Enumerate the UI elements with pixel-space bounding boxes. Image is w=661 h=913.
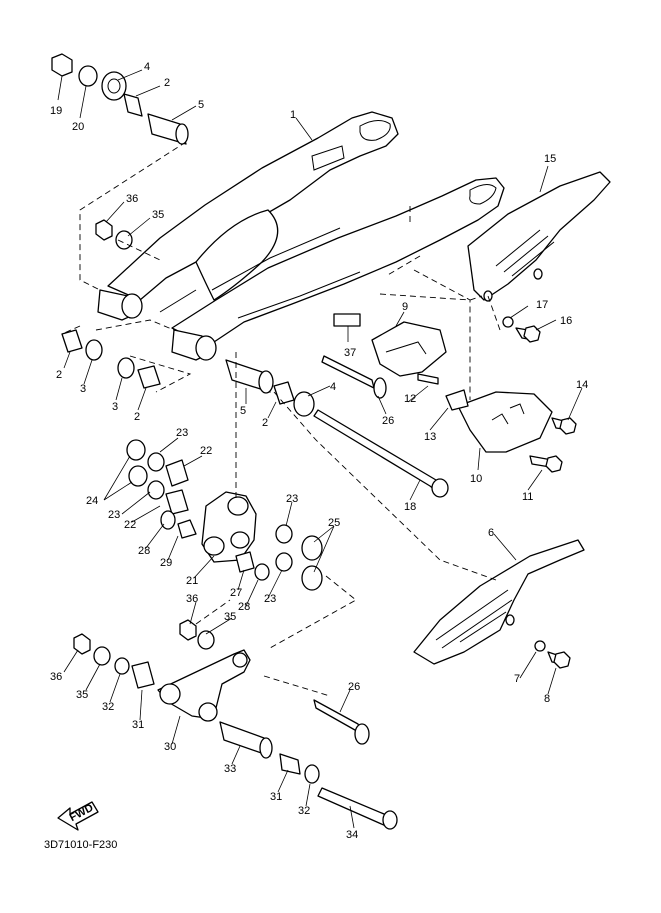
callout: 1 bbox=[290, 109, 296, 121]
callout: 28 bbox=[138, 545, 150, 557]
callout: 28 bbox=[238, 601, 250, 613]
callout: 4 bbox=[144, 61, 150, 73]
collar-33 bbox=[219, 721, 273, 759]
callout: 23 bbox=[264, 593, 276, 605]
callout: 33 bbox=[224, 763, 236, 775]
callout: 10 bbox=[470, 473, 482, 485]
callout: 12 bbox=[404, 393, 416, 405]
callout: 36 bbox=[186, 593, 198, 605]
relay-bearings-left bbox=[126, 439, 197, 539]
callout: 14 bbox=[576, 379, 588, 391]
connecting-rod-30 bbox=[157, 649, 251, 722]
callout: 22 bbox=[200, 445, 212, 457]
callout: 35 bbox=[152, 209, 164, 221]
callout: 11 bbox=[522, 491, 533, 503]
callout: 2 bbox=[56, 369, 62, 381]
callout: 26 bbox=[348, 681, 360, 693]
fwd-arrow-icon: FWD bbox=[57, 801, 99, 831]
chain-guide-10 bbox=[445, 389, 553, 453]
callout: 2 bbox=[134, 411, 140, 423]
relay-bearings-right bbox=[235, 524, 323, 591]
callout: 3 bbox=[112, 401, 118, 413]
callout: 36 bbox=[126, 193, 138, 205]
callout: 5 bbox=[240, 405, 246, 417]
chain-cover-15 bbox=[467, 171, 611, 302]
callout: 22 bbox=[124, 519, 136, 531]
bolt-washer-16-17 bbox=[502, 316, 541, 343]
callout: 5 bbox=[198, 99, 204, 111]
callout: 31 bbox=[132, 719, 144, 731]
callout: 35 bbox=[224, 611, 236, 623]
callout: 2 bbox=[164, 77, 170, 89]
chain-guard-6 bbox=[413, 539, 585, 665]
label-plate-37 bbox=[333, 313, 361, 327]
callout: 30 bbox=[164, 741, 176, 753]
callout: 25 bbox=[328, 517, 340, 529]
callout: 24 bbox=[86, 495, 98, 507]
bolt-34 bbox=[317, 787, 398, 830]
callout: 18 bbox=[404, 501, 416, 513]
diagram-code: 3D71010-F230 bbox=[44, 839, 117, 851]
assembly-lines bbox=[61, 141, 501, 697]
bolt-26-upper bbox=[321, 355, 387, 399]
callout: 37 bbox=[344, 347, 356, 359]
callout: 17 bbox=[536, 299, 548, 311]
callout: 23 bbox=[176, 427, 188, 439]
bolts-11-14 bbox=[529, 417, 577, 473]
swingarm-pivot-collars bbox=[97, 289, 217, 361]
callout: 27 bbox=[230, 587, 242, 599]
callout: 15 bbox=[544, 153, 556, 165]
callout: 21 bbox=[186, 575, 198, 587]
callout: 9 bbox=[402, 301, 408, 313]
callout: 29 bbox=[160, 557, 172, 569]
callout: 6 bbox=[488, 527, 494, 539]
relay-arm-21 bbox=[201, 491, 257, 563]
nut-washer-36-35-mid bbox=[179, 619, 215, 650]
callout: 23 bbox=[286, 493, 298, 505]
callout: 36 bbox=[50, 671, 62, 683]
bearing-31-seal-32 bbox=[279, 753, 320, 784]
callout: 13 bbox=[424, 431, 436, 443]
swingarm bbox=[107, 111, 505, 347]
nut-washer-36-35-upper bbox=[95, 219, 133, 250]
callout: 2 bbox=[262, 417, 268, 429]
callout: 23 bbox=[108, 509, 120, 521]
callout: 35 bbox=[76, 689, 88, 701]
callout: 26 bbox=[382, 415, 394, 427]
callout: 19 bbox=[50, 105, 62, 117]
callout: 8 bbox=[544, 693, 550, 705]
callout: 3 bbox=[80, 383, 86, 395]
callout: 7 bbox=[514, 673, 520, 685]
pivot-bearings-left bbox=[61, 329, 161, 389]
leader-lines bbox=[57, 69, 583, 829]
callout-numbers: 19 20 4 2 5 1 15 36 35 17 16 9 37 14 2 3… bbox=[50, 61, 588, 841]
nut-washer-36-35-lower bbox=[73, 633, 155, 689]
chain-guide-9 bbox=[371, 321, 447, 385]
callout: 32 bbox=[102, 701, 114, 713]
callout: 34 bbox=[346, 829, 358, 841]
callout: 32 bbox=[298, 805, 310, 817]
bolt-washer-7-8 bbox=[534, 640, 571, 669]
callout: 31 bbox=[270, 791, 282, 803]
callout: 20 bbox=[72, 121, 84, 133]
callout: 4 bbox=[330, 381, 336, 393]
pivot-shaft-18 bbox=[293, 391, 449, 498]
callout: 16 bbox=[560, 315, 572, 327]
bolt-26-lower bbox=[313, 699, 370, 745]
